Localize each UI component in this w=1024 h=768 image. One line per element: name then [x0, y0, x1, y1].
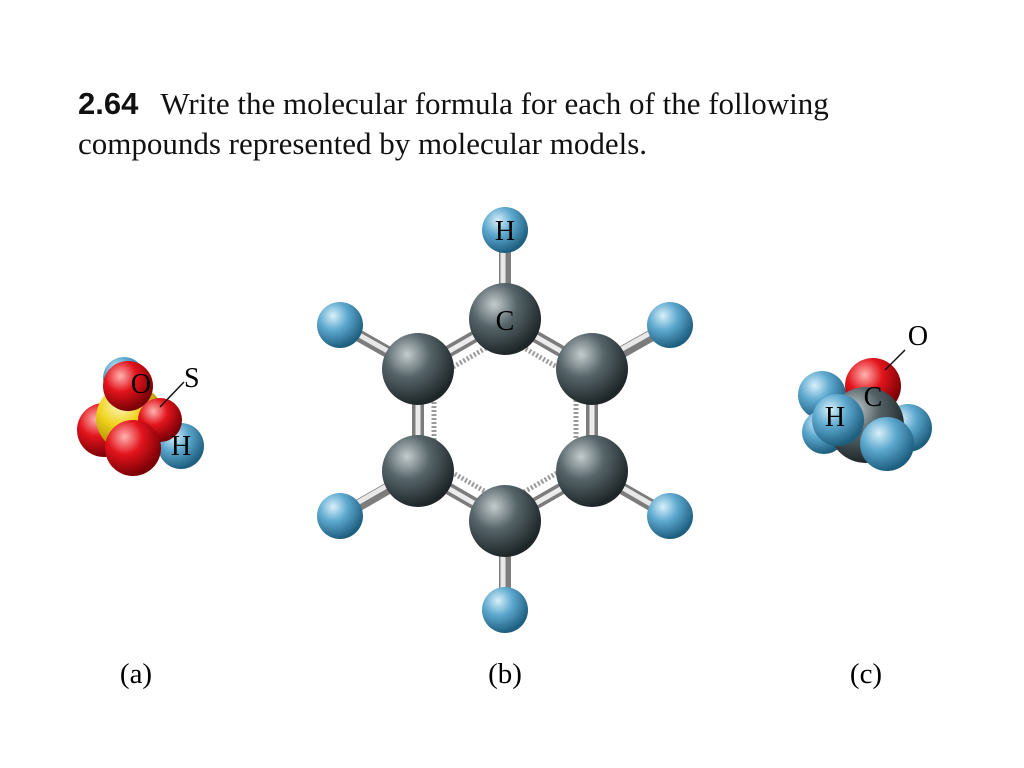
label-carbon: C — [864, 382, 883, 413]
carbon-atom — [382, 435, 454, 507]
hydrogen-atom — [647, 302, 693, 348]
label-oxygen: O — [908, 321, 928, 352]
problem-number: 2.64 — [78, 86, 139, 121]
problem-text: Write the molecular formula for each of … — [78, 86, 829, 161]
carbon-atom — [556, 333, 628, 405]
label-hydrogen: H — [171, 431, 191, 462]
carbon-atom — [469, 283, 541, 355]
oxygen-atom — [103, 361, 153, 411]
label-sulfur: S — [184, 363, 200, 394]
hydrogen-atom — [482, 207, 528, 253]
caption-b: (b) — [488, 658, 522, 690]
callout-line — [884, 349, 906, 371]
carbon-atom — [556, 435, 628, 507]
callout-line — [159, 381, 185, 408]
hydrogen-atom — [812, 394, 864, 446]
aromatic-bonds — [431, 334, 579, 506]
hydrogen-atom — [860, 417, 914, 471]
label-carbon: C — [496, 306, 515, 337]
label-hydrogen: H — [825, 402, 845, 433]
caption-a: (a) — [120, 658, 152, 690]
oxygen-atom — [105, 420, 161, 476]
carbon-atom — [382, 333, 454, 405]
hydrogen-atom — [482, 587, 528, 633]
carbon-atom — [469, 485, 541, 557]
model-c: O C H (c) — [798, 321, 932, 690]
caption-c: (c) — [850, 658, 882, 690]
hydrogen-atom — [317, 493, 363, 539]
model-b: H C (b) — [317, 207, 693, 690]
hydrogen-atom — [647, 493, 693, 539]
label-hydrogen: H — [495, 216, 515, 247]
model-a: S O H (a) — [77, 357, 204, 690]
label-oxygen: O — [131, 369, 151, 400]
hydrogen-atom — [317, 302, 363, 348]
